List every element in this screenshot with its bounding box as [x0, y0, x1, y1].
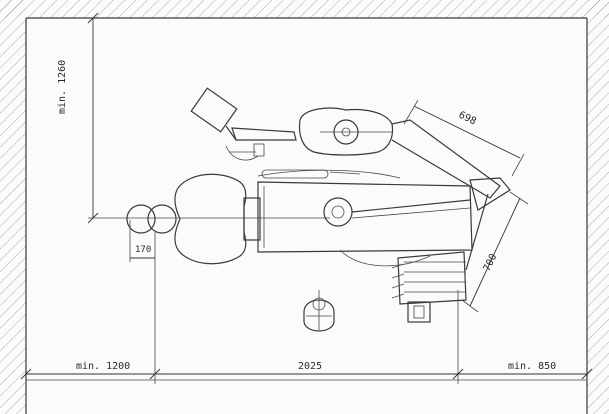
label-left-clearance: min. 1200	[76, 361, 131, 372]
unit-dimension	[461, 191, 529, 313]
label-right-clearance: min. 850	[508, 361, 557, 372]
delivery-unit	[391, 177, 511, 323]
arm-dimension	[403, 99, 525, 177]
bottom-dimension	[20, 232, 593, 384]
monitor-arm	[190, 87, 501, 199]
offset-dimension	[129, 220, 155, 262]
label-top-min-vertical: min. 1260	[57, 59, 68, 114]
dental-chair	[174, 169, 473, 267]
label-left-offset: 170	[135, 245, 152, 255]
label-main-length: 2025	[298, 361, 323, 372]
headrest	[126, 204, 177, 234]
operator-stool	[303, 290, 335, 332]
vertical-dimension	[87, 12, 330, 224]
